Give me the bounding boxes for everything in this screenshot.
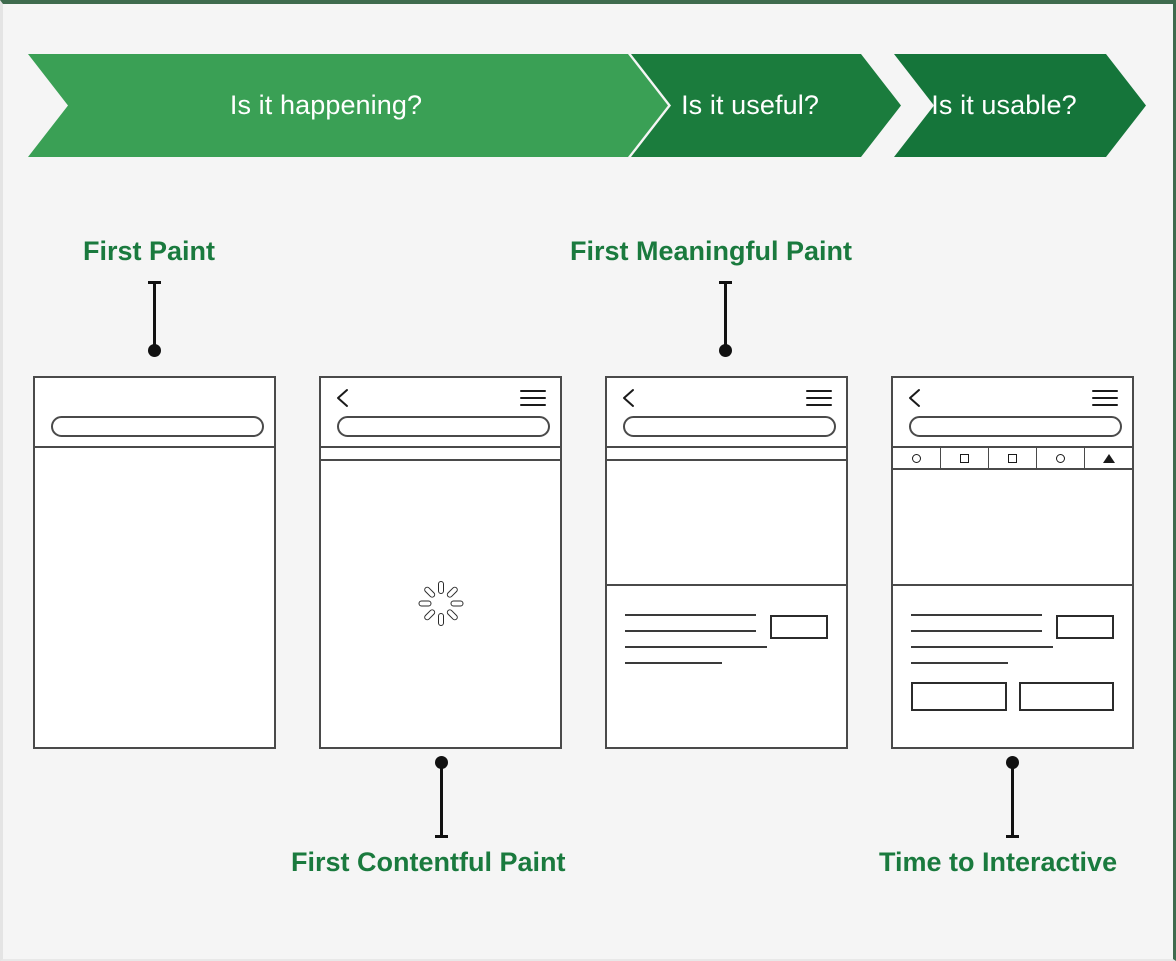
card-thumbnail (1056, 615, 1114, 639)
text-line (911, 662, 1009, 664)
toolbar-item-2[interactable] (941, 448, 989, 468)
connector-time-to-interactive (1006, 756, 1019, 838)
cta-button-row (893, 682, 1132, 711)
text-line (625, 646, 768, 648)
text-line (625, 630, 756, 632)
search-input[interactable] (337, 416, 550, 437)
phone-content-card (607, 586, 846, 664)
connector-stem (724, 283, 727, 349)
connector-dot (148, 344, 161, 357)
text-line (911, 614, 1042, 616)
card-text-lines (625, 614, 756, 646)
connector-cap (1006, 835, 1019, 838)
hamburger-menu-icon[interactable] (1092, 390, 1118, 407)
toolbar-item-3[interactable] (989, 448, 1037, 468)
phase-label: Is it usable? (931, 90, 1077, 120)
toolbar-item-1[interactable] (893, 448, 941, 468)
connector-first-meaningful-paint (719, 281, 732, 357)
phone-mockup-first-meaningful-paint (605, 376, 848, 749)
circle-icon (1056, 453, 1065, 463)
search-input[interactable] (51, 416, 264, 437)
connector-stem (440, 762, 443, 836)
phone-mockup-first-paint (33, 376, 276, 749)
phone-header (321, 378, 560, 448)
phone-content-card (893, 586, 1132, 664)
phone-hero-area (607, 461, 846, 586)
metric-label-first-paint: First Paint (83, 236, 216, 266)
phone-content-blank (35, 448, 274, 747)
connector-cap (148, 281, 161, 284)
back-chevron-icon[interactable] (621, 388, 637, 408)
phone-header (893, 378, 1132, 448)
loading-spinner-icon (418, 580, 464, 626)
metric-label-first-meaningful-paint: First Meaningful Paint (570, 236, 853, 266)
toolbar-item-5[interactable] (1085, 448, 1132, 468)
connector-stem (153, 283, 156, 349)
triangle-icon (1102, 453, 1115, 463)
hamburger-menu-icon[interactable] (806, 390, 832, 407)
text-line (911, 646, 1054, 648)
square-icon (960, 453, 969, 463)
progress-strip (607, 448, 846, 461)
phase-segment-is-it-happening[interactable]: Is it happening? (28, 54, 668, 157)
card-row (625, 614, 828, 646)
phase-segment-is-it-useful[interactable]: Is it useful? (631, 54, 901, 157)
search-input[interactable] (623, 416, 836, 437)
back-chevron-icon[interactable] (907, 388, 923, 408)
metric-label-time-to-interactive: Time to Interactive (879, 847, 1118, 877)
connector-cap (719, 281, 732, 284)
phone-mockup-first-contentful-paint (319, 376, 562, 749)
phone-header (35, 378, 274, 448)
progress-strip (321, 448, 560, 461)
back-chevron-icon[interactable] (335, 388, 351, 408)
hamburger-menu-icon[interactable] (520, 390, 546, 407)
text-line (911, 630, 1042, 632)
connector-cap (435, 835, 448, 838)
phone-content-loading (321, 461, 560, 745)
card-text-lines (911, 614, 1042, 646)
connector-dot (719, 344, 732, 357)
phase-banner: Is it happening? Is it useful? Is it usa… (28, 54, 1146, 157)
card-row (911, 614, 1114, 646)
circle-icon (912, 453, 921, 463)
text-line (625, 662, 723, 664)
text-line (625, 614, 756, 616)
connector-first-contentful-paint (435, 756, 448, 838)
phase-label: Is it happening? (229, 90, 423, 120)
phone-mockup-time-to-interactive (891, 376, 1134, 749)
cta-button-secondary[interactable] (1018, 682, 1114, 711)
toolbar-item-4[interactable] (1037, 448, 1085, 468)
square-icon (1008, 453, 1017, 463)
phase-label: Is it useful? (681, 90, 819, 120)
card-thumbnail (770, 615, 828, 639)
phone-hero-area (893, 470, 1132, 586)
icon-toolbar (893, 448, 1132, 470)
connector-first-paint (148, 281, 161, 357)
connector-stem (1011, 762, 1014, 836)
cta-button-primary[interactable] (911, 682, 1007, 711)
phone-header (607, 378, 846, 448)
metric-label-first-contentful-paint: First Contentful Paint (291, 847, 566, 877)
phase-segment-is-it-usable[interactable]: Is it usable? (894, 54, 1146, 157)
search-input[interactable] (909, 416, 1122, 437)
